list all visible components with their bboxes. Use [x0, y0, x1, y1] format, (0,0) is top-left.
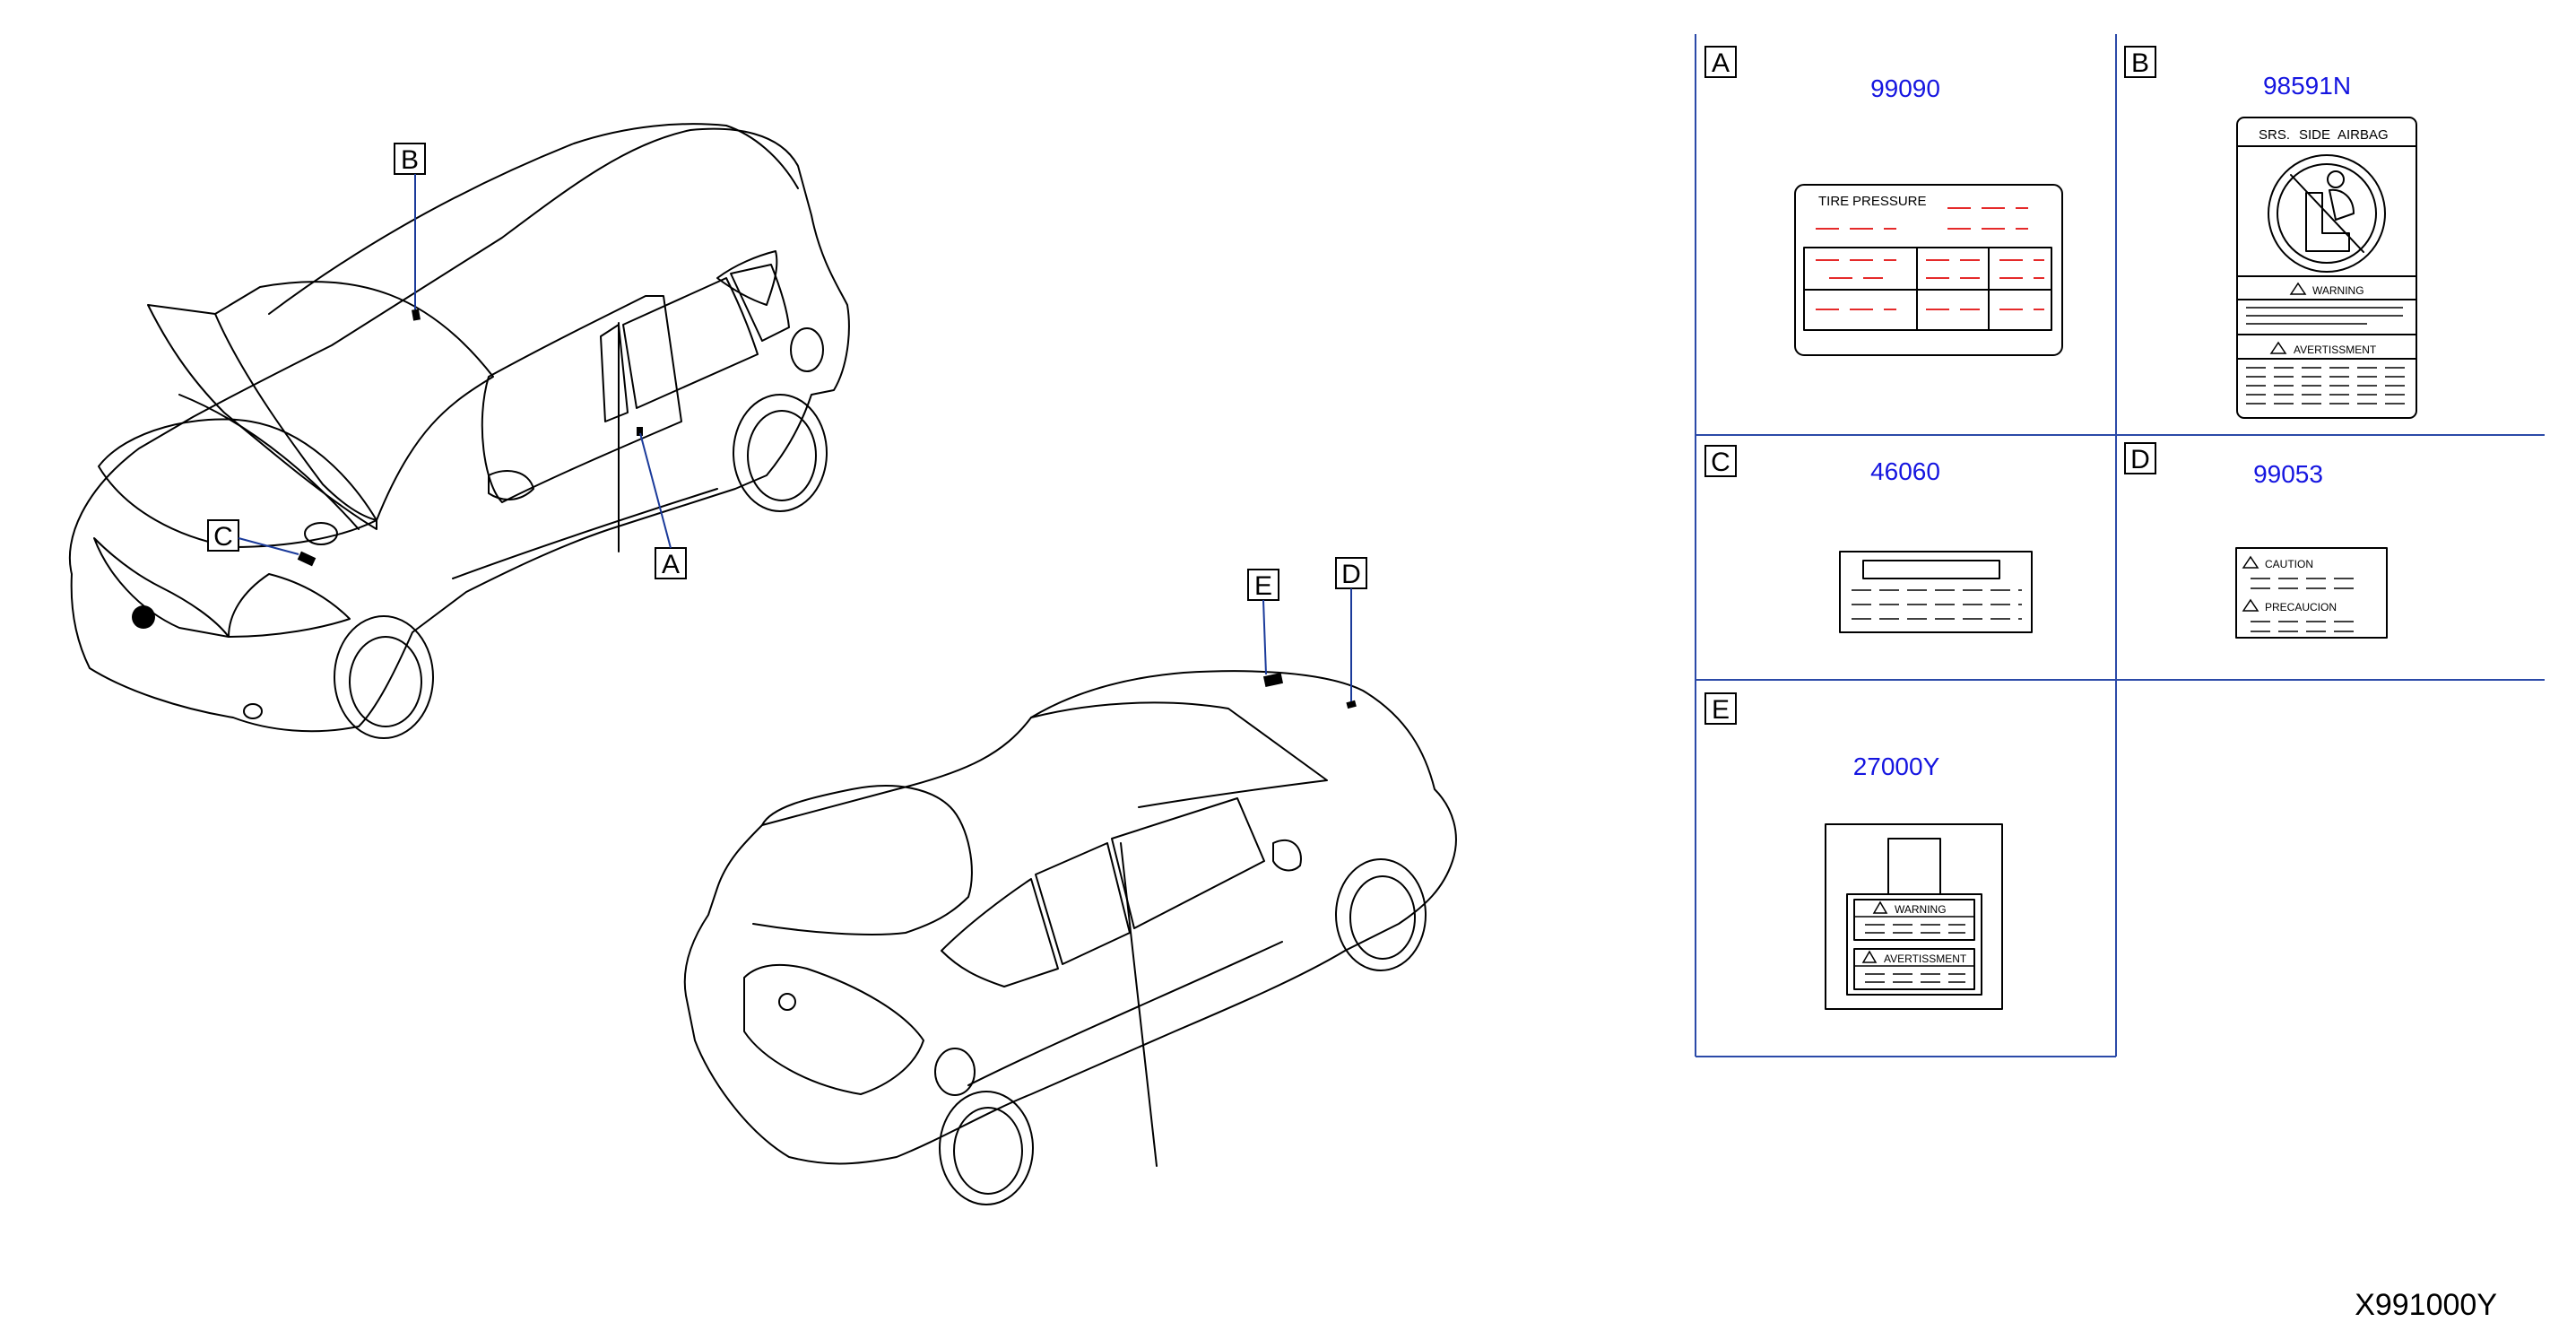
part-number: 98591N	[2263, 72, 2351, 100]
panel-D: D 99053 CAUTION PRECAUCION	[2124, 442, 2388, 639]
caution-label-drawing: CAUTION PRECAUCION	[2235, 547, 2388, 639]
panel-letter: D	[2130, 445, 2150, 474]
label-line: AVERTISSMENT	[2294, 344, 2377, 356]
callout-E-rear: E	[1247, 569, 1279, 675]
label-line: PRESSURE	[1852, 194, 1927, 209]
figure-reference-number: X991000Y	[2355, 1288, 2497, 1322]
panel-E: E 27000Y WARNING AVERTISSMENT	[1704, 692, 2003, 1010]
label-line: TIRE	[1818, 194, 1849, 209]
tire-pressure-label-drawing: TIRE PRESSURE	[1794, 184, 2063, 356]
part-number: 46060	[1870, 457, 1940, 485]
panel-letter: A	[1712, 48, 1730, 78]
label-line: WARNING	[2312, 284, 2364, 297]
warning-label-drawing: WARNING AVERTISSMENT	[1825, 823, 2003, 1010]
label-line: AIRBAG	[2337, 127, 2389, 143]
callout-D-rear: D	[1335, 557, 1367, 701]
panel-B: B 98591N SRS. SIDE AIRBAG WARNING AVERTI…	[2124, 46, 2417, 419]
label-line: CAUTION	[2265, 558, 2313, 570]
callout-letter: A	[662, 550, 680, 579]
label-line: WARNING	[1895, 903, 1947, 916]
callout-C-front: C	[207, 519, 299, 555]
label-46060-drawing	[1839, 551, 2033, 633]
part-number: 99053	[2253, 460, 2323, 488]
label-line: PRECAUCION	[2265, 601, 2337, 613]
callout-letter: B	[401, 145, 419, 175]
front-car-illustration	[68, 123, 850, 739]
label-line: SIDE	[2299, 127, 2330, 143]
label-line: AVERTISSMENT	[1884, 953, 1967, 965]
panel-letter: E	[1712, 695, 1730, 725]
label-panel-grid	[1695, 34, 2545, 1057]
panel-letter: B	[2131, 48, 2149, 78]
callout-B-front: B	[394, 143, 426, 309]
part-number: 99090	[1870, 74, 1940, 102]
callout-letter: D	[1341, 560, 1361, 589]
panel-C: C 46060	[1704, 445, 2033, 633]
callout-letter: E	[1254, 571, 1272, 601]
rear-car-illustration	[683, 670, 1457, 1205]
callout-letter: C	[213, 522, 233, 552]
panel-A: A 99090 TIRE PRESSURE	[1704, 46, 2063, 356]
panel-letter: C	[1711, 448, 1730, 477]
part-number: 27000Y	[1853, 752, 1940, 780]
srs-side-airbag-label-drawing: SRS. SIDE AIRBAG WARNING AVERTISSMENT	[2236, 117, 2417, 419]
label-line: SRS.	[2259, 127, 2290, 143]
callout-A-front: A	[639, 432, 687, 579]
